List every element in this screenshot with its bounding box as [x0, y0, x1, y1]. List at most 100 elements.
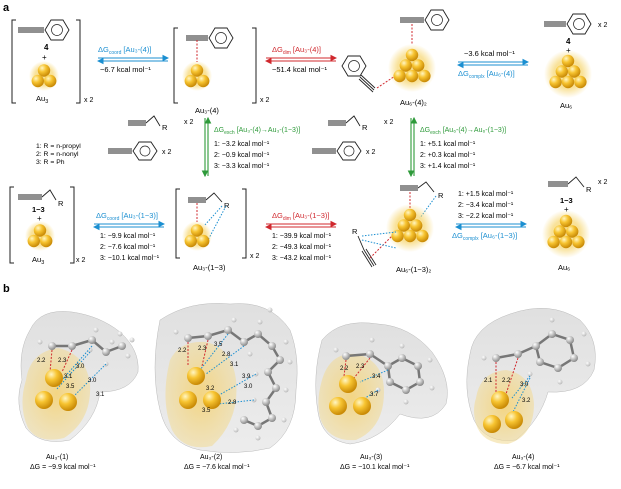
svg-text:ΔG = −10.1 kcal mol⁻¹: ΔG = −10.1 kcal mol⁻¹ [340, 464, 410, 471]
svg-text:3.0: 3.0 [88, 378, 97, 384]
svg-text:3: −3.3 kcal mol⁻¹: 3: −3.3 kcal mol⁻¹ [214, 163, 270, 170]
svg-text:2.8: 2.8 [222, 352, 231, 358]
svg-text:R: R [586, 185, 592, 194]
bottom-right-products: R x 2 1−3 + Au₆ [542, 176, 607, 272]
svg-text:1: −39.9 kcal mol⁻¹: 1: −39.9 kcal mol⁻¹ [272, 233, 332, 240]
svg-text:Au₃-(4): Au₃-(4) [512, 454, 534, 461]
au6-13-2-complex: R R Au₆-(1−3)₂ [352, 181, 444, 274]
svg-text:R: R [224, 201, 230, 210]
svg-text:x 2: x 2 [366, 149, 375, 156]
svg-text:3.4: 3.4 [372, 374, 381, 380]
svg-text:R: R [162, 123, 168, 132]
svg-text:ΔGexch[Au₆-(4)→Au₆-(1−3)]: ΔGexch[Au₆-(4)→Au₆-(1−3)] [420, 127, 506, 136]
svg-text:3.5: 3.5 [66, 384, 75, 390]
svg-text:ΔG = −6.7 kcal mol⁻¹: ΔG = −6.7 kcal mol⁻¹ [494, 464, 560, 471]
svg-text:Au₃-(4): Au₃-(4) [195, 106, 219, 115]
svg-text:2.1: 2.1 [484, 378, 493, 384]
svg-text:x 2: x 2 [250, 253, 259, 260]
svg-text:+: + [37, 214, 42, 223]
multiplier: x 2 [84, 97, 93, 104]
svg-text:x 2: x 2 [184, 119, 193, 126]
ligand-number: 4 [44, 43, 49, 52]
svg-text:ΔG = −9.9 kcal mol⁻¹: ΔG = −9.9 kcal mol⁻¹ [30, 464, 96, 471]
svg-text:3: +1.4 kcal mol⁻¹: 3: +1.4 kcal mol⁻¹ [420, 163, 476, 170]
svg-text:3.5: 3.5 [214, 342, 223, 348]
svg-text:ΔGcomplx[Au₆-(1−3)]: ΔGcomplx[Au₆-(1−3)] [452, 231, 517, 242]
svg-text:Au₆: Au₆ [558, 263, 570, 272]
svg-text:2.3: 2.3 [356, 364, 365, 370]
svg-text:3.1: 3.1 [64, 374, 73, 380]
svg-text:3.5: 3.5 [202, 408, 211, 414]
dim-arrow-bottom: ΔGdim[Au₃-(1−3)] 1: −39.9 kcal mol⁻¹ 2: … [264, 211, 338, 262]
svg-text:Au₆-(4)₂: Au₆-(4)₂ [400, 98, 427, 107]
r-group-legend: 1: R = n-propyl 2: R = n-nonyl 3: R = Ph [36, 143, 81, 166]
svg-text:R: R [438, 191, 444, 200]
svg-text:ΔG = −7.6 kcal mol⁻¹: ΔG = −7.6 kcal mol⁻¹ [184, 464, 250, 471]
svg-text:2.2: 2.2 [340, 366, 349, 372]
svg-text:x 2: x 2 [162, 149, 171, 156]
svg-text:2.3: 2.3 [198, 346, 207, 352]
svg-text:1−3: 1−3 [32, 205, 45, 214]
panel-b-label: b [3, 283, 10, 295]
svg-text:ΔGdim[Au₃-(4)]: ΔGdim[Au₃-(4)] [272, 45, 321, 56]
phenylacetylene-icon [18, 19, 70, 41]
model-au3-2: 2.2 2.3 3.5 2.8 3.1 3.9 3.0 3.2 3.5 2.8 … [154, 303, 298, 471]
svg-text:3.2: 3.2 [522, 398, 531, 404]
svg-text:3.2: 3.2 [206, 386, 215, 392]
svg-text:x 2: x 2 [76, 257, 85, 264]
svg-text:3.1: 3.1 [230, 362, 239, 368]
svg-text:2: +0.3 kcal mol⁻¹: 2: +0.3 kcal mol⁻¹ [420, 152, 476, 159]
svg-text:ΔGcoord[Au₃-(4)]: ΔGcoord[Au₃-(4)] [98, 45, 151, 56]
svg-text:3: −2.2 kcal mol⁻¹: 3: −2.2 kcal mol⁻¹ [458, 213, 514, 220]
svg-text:ΔGdim[Au₃-(1−3)]: ΔGdim[Au₃-(1−3)] [272, 211, 330, 222]
svg-text:1−3: 1−3 [560, 196, 573, 205]
top-right-products: x 2 4 + Au₆ [544, 13, 607, 110]
svg-text:ΔGcoord[Au₃-(1−3)]: ΔGcoord[Au₃-(1−3)] [96, 211, 158, 222]
au3-13-complex: R Au₃-(1−3) x 2 [175, 188, 259, 272]
svg-text:2.2: 2.2 [37, 358, 46, 364]
exch-arrow-left: ΔGexch[Au₃-(4)→Au₃-(1−3)] 1: −3.2 kcal m… [201, 116, 300, 178]
svg-text:2.2: 2.2 [502, 378, 511, 384]
mid-right-ligands: R x 2 x 2 [312, 115, 393, 161]
svg-text:ΔGexch[Au₃-(4)→Au₃-(1−3)]: ΔGexch[Au₃-(4)→Au₃-(1−3)] [214, 127, 300, 136]
svg-text:Au₃-(2): Au₃-(2) [200, 454, 222, 461]
model-au3-1: 2.2 2.3 3.0 3.1 3.5 3.0 3.1 Au₃-(1) ΔG =… [18, 311, 139, 471]
svg-text:3.9: 3.9 [242, 374, 251, 380]
svg-text:ΔGcomplx[Au₆-(4)]: ΔGcomplx[Au₆-(4)] [458, 69, 515, 80]
svg-text:x 2: x 2 [598, 179, 607, 186]
svg-text:1: −3.2 kcal mol⁻¹: 1: −3.2 kcal mol⁻¹ [214, 141, 270, 148]
mid-left-ligands: R x 2 x 2 [108, 115, 193, 161]
svg-text:R: R [362, 123, 368, 132]
au3-4-complex: Au₃-(4) x 2 [173, 27, 269, 115]
svg-text:−51.4 kcal mol⁻¹: −51.4 kcal mol⁻¹ [272, 65, 328, 74]
svg-text:−3.6 kcal mol⁻¹: −3.6 kcal mol⁻¹ [464, 49, 515, 58]
svg-text:3: R = Ph: 3: R = Ph [36, 159, 65, 166]
au3-label: Au3 [36, 94, 48, 105]
exch-arrow-right: ΔGexch[Au₆-(4)→Au₆-(1−3)] 1: +5.1 kcal m… [407, 116, 506, 178]
svg-text:3.0: 3.0 [520, 382, 529, 388]
svg-text:−6.7 kcal mol⁻¹: −6.7 kcal mol⁻¹ [100, 65, 151, 74]
svg-text:2.2: 2.2 [178, 348, 187, 354]
svg-text:R: R [352, 227, 358, 236]
svg-text:1: +1.5 kcal mol⁻¹: 1: +1.5 kcal mol⁻¹ [458, 191, 514, 198]
svg-text:1: +5.1 kcal mol⁻¹: 1: +5.1 kcal mol⁻¹ [420, 141, 476, 148]
svg-text:R: R [58, 199, 64, 208]
svg-text:Au₆: Au₆ [560, 101, 572, 110]
svg-text:+: + [564, 205, 569, 214]
svg-text:2: −49.3 kcal mol⁻¹: 2: −49.3 kcal mol⁻¹ [272, 244, 332, 251]
au6-4-2-complex: Au₆-(4)₂ [341, 9, 450, 107]
svg-text:Au₃-(1−3): Au₃-(1−3) [193, 263, 226, 272]
plus-sign: + [42, 53, 47, 62]
model-au3-3: 2.2 2.3 3.4 3.7 Au₃-(3) ΔG = −10.1 kcal … [315, 322, 448, 471]
top-left-reactants: 4 + Au3 x 2 [11, 19, 93, 105]
svg-text:3: −43.2 kcal mol⁻¹: 3: −43.2 kcal mol⁻¹ [272, 255, 332, 262]
svg-text:2: R = n-nonyl: 2: R = n-nonyl [36, 151, 79, 158]
svg-text:2.3: 2.3 [58, 358, 67, 364]
complx-arrow-top: −3.6 kcal mol⁻¹ ΔGcomplx[Au₆-(4)] [456, 49, 530, 80]
svg-text:3.1: 3.1 [96, 392, 105, 398]
svg-text:1: R = n-propyl: 1: R = n-propyl [36, 143, 81, 150]
svg-text:1: −9.9 kcal mol⁻¹: 1: −9.9 kcal mol⁻¹ [100, 233, 156, 240]
svg-text:x 2: x 2 [384, 119, 393, 126]
dim-arrow-top: ΔGdim[Au₃-(4)] −51.4 kcal mol⁻¹ [264, 45, 338, 74]
